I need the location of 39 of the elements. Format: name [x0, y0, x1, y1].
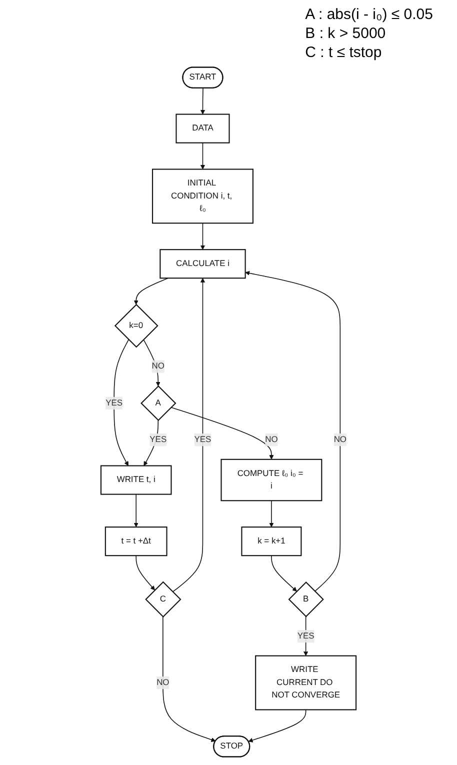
arrow	[248, 709, 306, 742]
edge-label: NO	[152, 362, 164, 371]
arrow	[200, 88, 206, 114]
edge-label: YES	[194, 435, 212, 444]
node-box: COMPUTE ℓ₀ i₀ = i	[220, 458, 322, 502]
node-diamond: C	[145, 581, 182, 618]
arrow	[269, 500, 274, 528]
arrow	[271, 555, 297, 592]
node-box: WRITE t, i	[100, 465, 172, 495]
arrow	[114, 339, 130, 466]
edge-label: NO	[265, 435, 278, 444]
arrow	[162, 616, 216, 742]
edge-label: YES	[150, 435, 167, 444]
node-diamond: B	[288, 582, 324, 618]
arrow	[134, 278, 169, 305]
node-box: CALCULATE i	[160, 249, 246, 279]
edge-label: NO	[334, 435, 347, 444]
node-box: k = k+1	[241, 526, 302, 556]
arrow	[200, 222, 206, 250]
condition-note: C : t ≤ tstop	[305, 44, 383, 61]
arrow	[172, 278, 206, 592]
condition-note: A : abs(i - i₀) ≤ 0.05	[305, 6, 433, 23]
node-box: DATA	[176, 114, 230, 144]
arrow	[303, 616, 308, 656]
arrow	[136, 555, 156, 590]
arrow	[245, 270, 341, 592]
node-box: t = t +Δt	[104, 526, 168, 556]
node-box: INITIAL CONDITION i, t, ℓ₀	[152, 168, 254, 224]
arrow	[134, 494, 138, 528]
node-diamond: A	[140, 385, 176, 422]
edge-label: YES	[106, 398, 123, 408]
arrow	[200, 142, 206, 170]
edge-label: YES	[297, 631, 314, 640]
edge-label: NO	[156, 678, 170, 687]
node-box: WRITE CURRENT DO NOT CONVERGE	[255, 655, 357, 710]
node-diamond: k=0	[114, 304, 158, 348]
arrow	[143, 339, 160, 386]
arrow	[170, 406, 274, 460]
condition-note: B : k > 5000	[305, 25, 387, 42]
